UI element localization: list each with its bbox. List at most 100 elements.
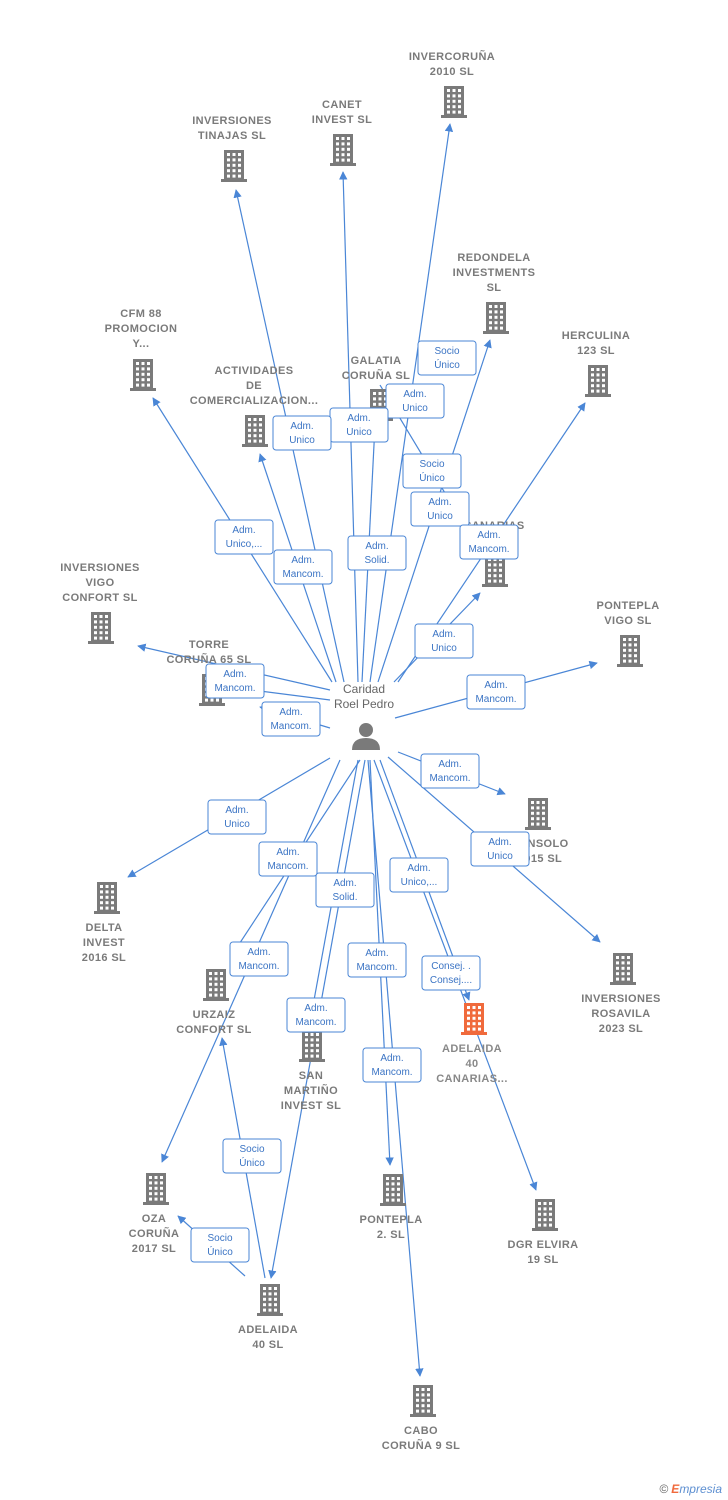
- relation-tag-text: Unico: [431, 643, 457, 654]
- building-icon: [441, 86, 467, 118]
- relation-tag-r-adm-actividades[interactable]: Adm.Unico: [272, 415, 332, 451]
- building-icon: [532, 1199, 558, 1231]
- company-name-line: SAN: [299, 1070, 323, 1082]
- relation-tag-text: Único: [207, 1245, 233, 1258]
- relation-tag-text: Unico: [346, 427, 372, 438]
- relation-tag-r-consej[interactable]: Consej. .Consej....: [421, 955, 481, 991]
- company-name-line: 2023 SL: [599, 1023, 643, 1035]
- building-icon: [330, 134, 356, 166]
- company-name-line: ADELAIDA: [442, 1043, 502, 1055]
- company-name-line: CONFORT SL: [62, 592, 138, 604]
- company-node-adelaida-canarias[interactable]: ADELAIDA 40CANARIAS...: [436, 1003, 508, 1085]
- relation-tag-text: Mancom.: [429, 773, 470, 784]
- building-icon: [610, 953, 636, 985]
- relation-tag-r-solid-top[interactable]: Adm.Solid.: [347, 535, 407, 571]
- relation-tag-r-adm-rosavila[interactable]: Adm.Unico: [470, 831, 530, 867]
- company-name-line: INVEST SL: [312, 114, 372, 126]
- relation-tag-text: Adm.: [232, 525, 255, 536]
- relation-tag-r-mancom-pontepla2[interactable]: Adm.Mancom.: [347, 942, 407, 978]
- relation-tag-r-mancom-urzaiz2[interactable]: Adm.Mancom.: [229, 941, 289, 977]
- company-name-line: CANARIAS...: [436, 1073, 508, 1085]
- company-node-canet[interactable]: CANET INVEST SL: [312, 99, 372, 166]
- building-icon: [221, 150, 247, 182]
- building-icon: [94, 882, 120, 914]
- relation-tag-r-adm-herculina[interactable]: Adm. Unico: [414, 623, 474, 659]
- company-name-line: CABO: [404, 1425, 438, 1437]
- building-icon: [88, 612, 114, 644]
- relation-tag-box: [420, 753, 480, 789]
- relation-tag-text: Adm.: [407, 863, 430, 874]
- company-name-line: CORUÑA: [129, 1227, 180, 1240]
- relation-tag-r-mancom-actividades[interactable]: Adm.Mancom.: [273, 549, 333, 585]
- relation-tag-text: Adm.: [432, 629, 455, 640]
- relation-tag-r-mancom-cabo[interactable]: Adm. Mancom.: [362, 1047, 422, 1083]
- relation-tag-text: Mancom.: [371, 1067, 412, 1078]
- relation-tag-text: Consej. .: [431, 961, 470, 972]
- relation-tag-text: Adm.: [223, 669, 246, 680]
- relation-tag-r-mancom-sunsolo[interactable]: Adm.Mancom.: [420, 753, 480, 789]
- company-name-line: SL: [487, 282, 502, 294]
- company-name-line: PONTEPLA: [596, 600, 659, 612]
- relation-tag-r-adm-galatia2[interactable]: Adm.Unico: [329, 407, 389, 443]
- relation-tag-r-mancom-vigo[interactable]: Adm.Mancom.: [466, 674, 526, 710]
- company-name-line: DE: [246, 380, 262, 392]
- relation-tag-box: [402, 453, 462, 489]
- brand-initial: E: [671, 1482, 680, 1496]
- company-node-actividades[interactable]: ACTIVIDADESDECOMERCIALIZACION...: [190, 365, 319, 447]
- relation-tag-text: Adm.: [488, 837, 511, 848]
- company-name-line: 40: [465, 1058, 478, 1070]
- relation-tag-box: [286, 997, 346, 1033]
- relation-tag-r-mancom-pontepla-vigo[interactable]: Adm.Mancom.: [261, 701, 321, 737]
- relation-tag-box: [362, 1047, 422, 1083]
- company-name-line: ADELAIDA: [238, 1324, 298, 1336]
- relation-tag-box: [417, 340, 477, 376]
- relation-tag-r-mancom-torre[interactable]: Adm.Mancom.: [205, 663, 265, 699]
- relation-tag-box: [414, 623, 474, 659]
- relation-tag-r-adm-canarias[interactable]: Adm.Unico: [410, 491, 470, 527]
- relation-tag-text: Único: [419, 471, 445, 484]
- relation-tag-box: [347, 942, 407, 978]
- relation-tag-box: [261, 701, 321, 737]
- relation-tag-text: Solid.: [332, 892, 357, 903]
- relation-tag-text: Adm.: [290, 421, 313, 432]
- relation-tag-box: [272, 415, 332, 451]
- relation-tag-r-mancom-sanmartino[interactable]: Adm.Mancom.: [286, 997, 346, 1033]
- relation-tag-r-solid-bottom[interactable]: Adm.Solid.: [315, 872, 375, 908]
- relation-tag-text: Mancom.: [468, 544, 509, 555]
- company-name-line: COMERCIALIZACION...: [190, 395, 319, 407]
- company-name-line: OZA: [142, 1213, 166, 1225]
- relation-tag-r-mancom-canarias[interactable]: Adm.Mancom.: [459, 524, 519, 560]
- relation-tag-r-adm-cfm[interactable]: Adm.Unico,...: [214, 519, 274, 555]
- company-node-cfm88[interactable]: CFM 88PROMOCIONY...: [105, 308, 178, 391]
- relation-tag-r-adm-galatia1[interactable]: Adm.Unico: [385, 383, 445, 419]
- company-name-line: INVERSIONES: [581, 993, 661, 1005]
- relation-tag-r-adm-dgr[interactable]: Adm.Unico,...: [389, 857, 449, 893]
- relation-tag-box: [347, 535, 407, 571]
- relation-tag-r-mancom-urzaiz1[interactable]: Adm.Mancom.: [258, 841, 318, 877]
- company-name-line: DGR ELVIRA: [507, 1239, 578, 1251]
- company-name-line: CANET: [322, 99, 362, 111]
- relation-tag-text: Adm.: [380, 1053, 403, 1064]
- relation-tag-r-adm-delta[interactable]: Adm.Unico: [207, 799, 267, 835]
